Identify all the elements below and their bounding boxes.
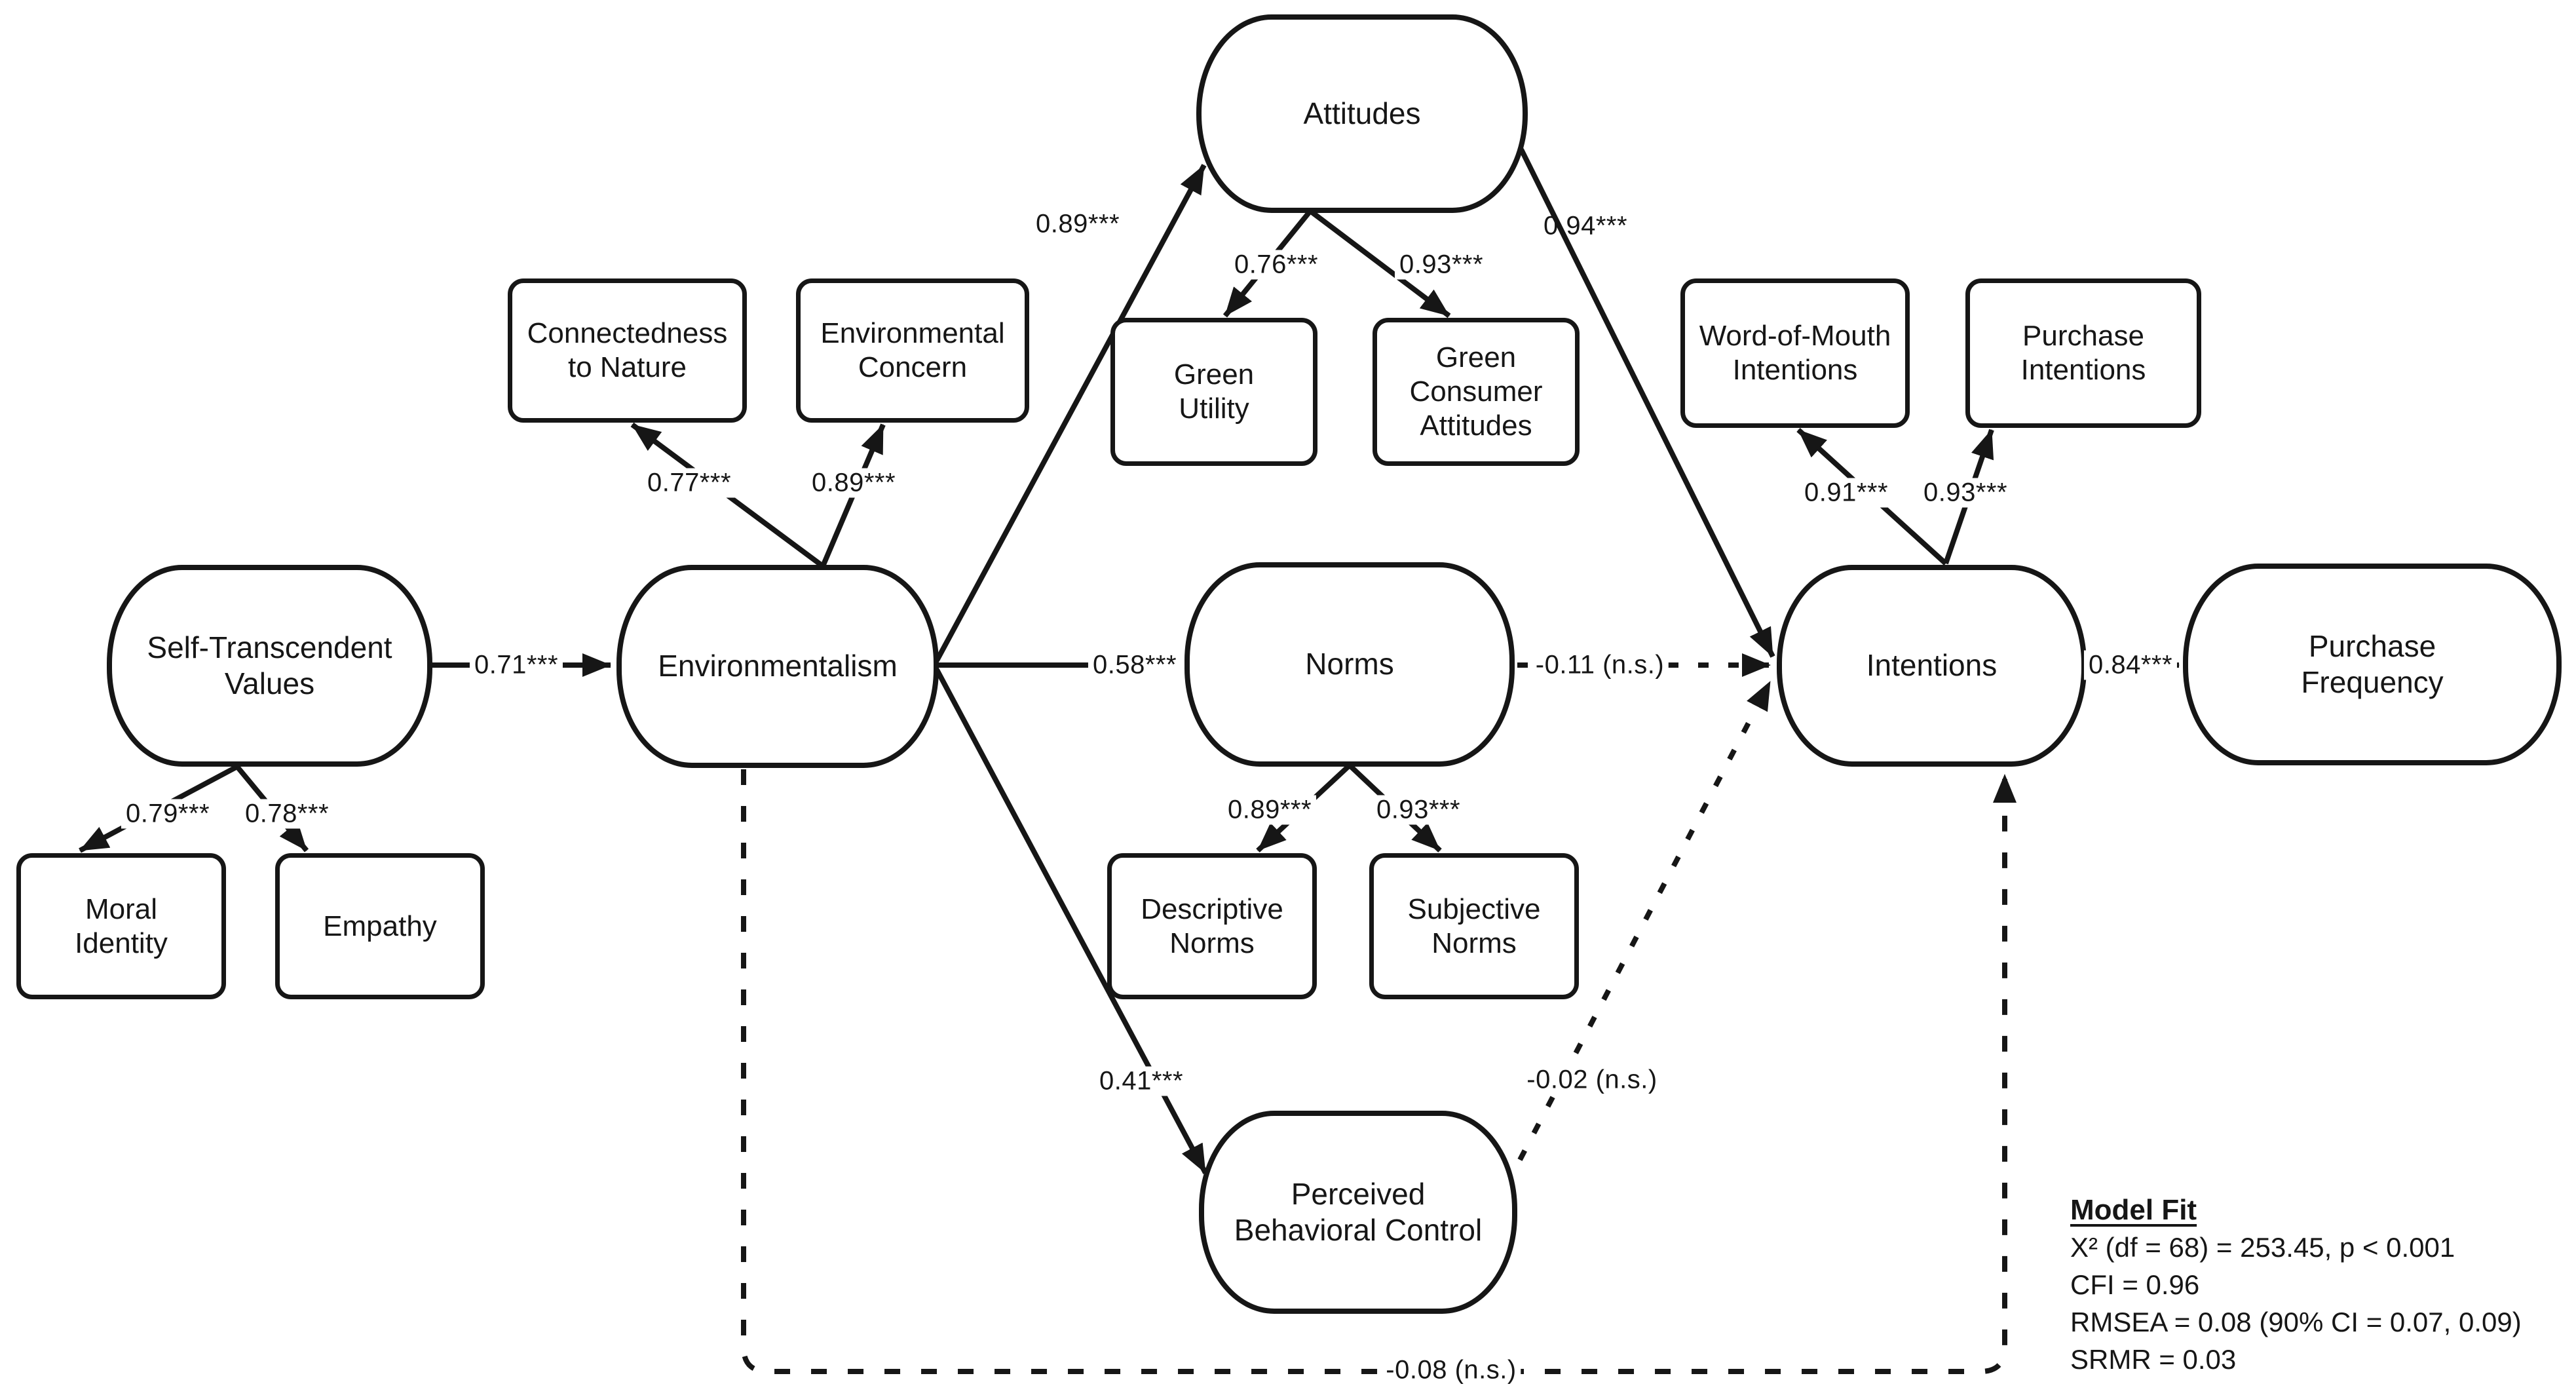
indicator-node-moral-identity: Moral Identity	[16, 853, 226, 999]
indicator-node-green-consumer-attitudes: Green Consumer Attitudes	[1373, 318, 1580, 466]
path-coefficient-attitudes-to-intentions: 0.94***	[1543, 211, 1628, 240]
loading-coefficient-intentions-to-word-of-mouth: 0.91***	[1799, 478, 1893, 508]
latent-node-attitudes: Attitudes	[1196, 14, 1528, 213]
indicator-node-word-of-mouth-intentions: Word-of-Mouth Intentions	[1680, 278, 1910, 428]
node-label: Connectedness to Nature	[527, 317, 728, 383]
path-arrow-environmentalism-to-attitudes	[934, 164, 1207, 662]
path-arrow-attitudes-to-intentions	[1519, 148, 1775, 658]
indicator-node-descriptive-norms: Descriptive Norms	[1107, 853, 1317, 999]
model-fit-cfi: CFI = 0.96	[2070, 1269, 2200, 1300]
model-fit-rmsea: RMSEA = 0.08 (90% CI = 0.07, 0.09)	[2070, 1307, 2522, 1337]
path-coefficient-stv-to-environmentalism: 0.71***	[469, 650, 563, 680]
path-coefficient-environmentalism-to-intentions: -0.08 (n.s.)	[1381, 1355, 1521, 1385]
node-label: Empathy	[323, 910, 437, 942]
node-label: Word-of-Mouth Intentions	[1699, 320, 1891, 386]
latent-node-environmentalism: Environmentalism	[616, 565, 939, 768]
node-label: Attitudes	[1303, 96, 1421, 130]
loading-coefficient-environmentalism-to-concern: 0.89***	[806, 468, 901, 498]
latent-node-self-transcendent-values: Self-Transcendent Values	[107, 565, 432, 767]
indicator-node-environmental-concern: Environmental Concern	[796, 278, 1029, 423]
loading-coefficient-norms-to-subjective-norms: 0.93***	[1371, 795, 1466, 825]
loading-arrow-attitudes-to-green-consumer-attitudes	[1308, 208, 1451, 318]
path-coefficient-environmentalism-to-attitudes: 0.89***	[1035, 209, 1120, 239]
path-coefficient-intentions-to-purchase-frequency: 0.84***	[2083, 650, 2178, 680]
node-label: Green Utility	[1173, 358, 1255, 425]
model-fit-title: Model Fit	[2070, 1194, 2197, 1226]
node-label: Purchase Frequency	[2301, 628, 2444, 699]
node-label: Green Consumer Attitudes	[1409, 341, 1543, 442]
node-label: Environmental Concern	[820, 317, 1005, 383]
node-label: Perceived Behavioral Control	[1234, 1176, 1483, 1247]
indicator-node-empathy: Empathy	[275, 853, 485, 999]
node-label: Intentions	[1866, 648, 1998, 683]
node-label: Purchase Intentions	[2020, 320, 2146, 386]
node-label: Norms	[1305, 647, 1394, 681]
loading-coefficient-environmentalism-to-connectedness: 0.77***	[642, 468, 736, 498]
loading-coefficient-stv-to-empathy: 0.78***	[240, 799, 334, 829]
latent-node-perceived-behavioral-control: Perceived Behavioral Control	[1199, 1111, 1517, 1314]
node-label: Moral Identity	[75, 892, 168, 959]
path-coefficient-environmentalism-to-norms: 0.58***	[1088, 650, 1182, 680]
node-label: Descriptive Norms	[1141, 892, 1283, 959]
latent-node-norms: Norms	[1184, 562, 1515, 767]
indicator-node-green-utility: Green Utility	[1110, 318, 1317, 466]
loading-coefficient-intentions-to-purchase-intentions: 0.93***	[1918, 478, 2013, 508]
indicator-node-purchase-intentions: Purchase Intentions	[1965, 278, 2201, 428]
loading-coefficient-attitudes-to-green-consumer-attitudes: 0.93***	[1394, 250, 1488, 280]
loading-coefficient-attitudes-to-green-utility: 0.76***	[1229, 250, 1323, 280]
node-label: Self-Transcendent Values	[147, 630, 392, 700]
model-fit-panel: Model Fit X² (df = 68) = 253.45, p < 0.0…	[2070, 1191, 2522, 1378]
indicator-node-connectedness-to-nature: Connectedness to Nature	[508, 278, 747, 423]
path-coefficient-pbc-to-intentions: -0.02 (n.s.)	[1522, 1065, 1662, 1095]
indicator-node-subjective-norms: Subjective Norms	[1369, 853, 1579, 999]
path-coefficient-norms-to-intentions: -0.11 (n.s.)	[1530, 650, 1669, 680]
path-arrow-environmentalism-to-intentions-dashed	[741, 769, 2017, 1374]
latent-node-purchase-frequency: Purchase Frequency	[2183, 564, 2562, 765]
loading-coefficient-norms-to-descriptive-norms: 0.89***	[1222, 795, 1317, 825]
path-coefficient-environmentalism-to-pbc: 0.41***	[1094, 1066, 1188, 1096]
model-fit-chi-square: X² (df = 68) = 253.45, p < 0.001	[2070, 1232, 2455, 1263]
model-fit-srmr: SRMR = 0.03	[2070, 1344, 2237, 1375]
loading-coefficient-stv-to-moral-identity: 0.79***	[121, 799, 215, 829]
node-label: Environmentalism	[658, 649, 898, 683]
latent-node-intentions: Intentions	[1777, 565, 2087, 767]
node-label: Subjective Norms	[1407, 892, 1541, 959]
